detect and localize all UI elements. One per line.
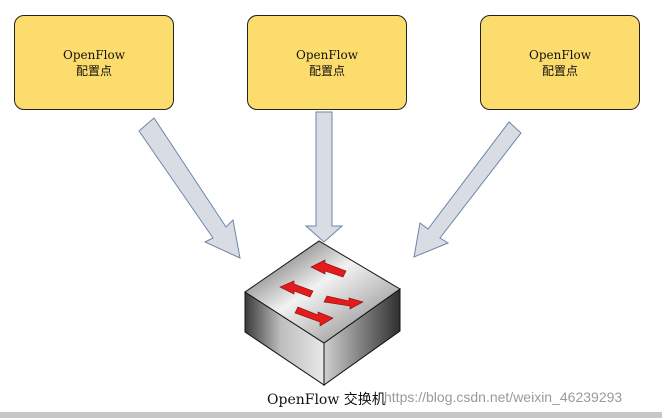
switch-arrow-3: [323, 295, 364, 310]
switch-caption: OpenFlow 交换机: [267, 392, 386, 408]
node-2-line2: 配置点: [308, 63, 345, 78]
flow-arrow-left: [138, 117, 241, 259]
node-1-line1: OpenFlow: [62, 47, 125, 62]
bottom-rule: [0, 412, 662, 418]
switch-arrow-1: [310, 259, 347, 278]
watermark: https://blog.csdn.net/weixin_46239293: [384, 389, 623, 405]
config-point-node-1: OpenFlow 配置点: [14, 15, 174, 110]
switch-arrow-4: [294, 306, 334, 327]
flow-arrow-center: [304, 111, 344, 243]
node-1-line2: 配置点: [75, 63, 112, 78]
node-3-line1: OpenFlow: [528, 47, 591, 62]
config-point-node-2: OpenFlow 配置点: [247, 15, 407, 110]
config-point-node-3: OpenFlow 配置点: [480, 15, 640, 110]
switch-arrow-2: [279, 280, 314, 298]
openflow-switch: [244, 240, 401, 386]
node-2-line1: OpenFlow: [295, 47, 358, 62]
node-3-line2: 配置点: [541, 63, 578, 78]
switch-direction-arrows: [279, 259, 364, 327]
switch-top-face: [244, 240, 401, 344]
flow-arrow-right: [413, 121, 522, 258]
